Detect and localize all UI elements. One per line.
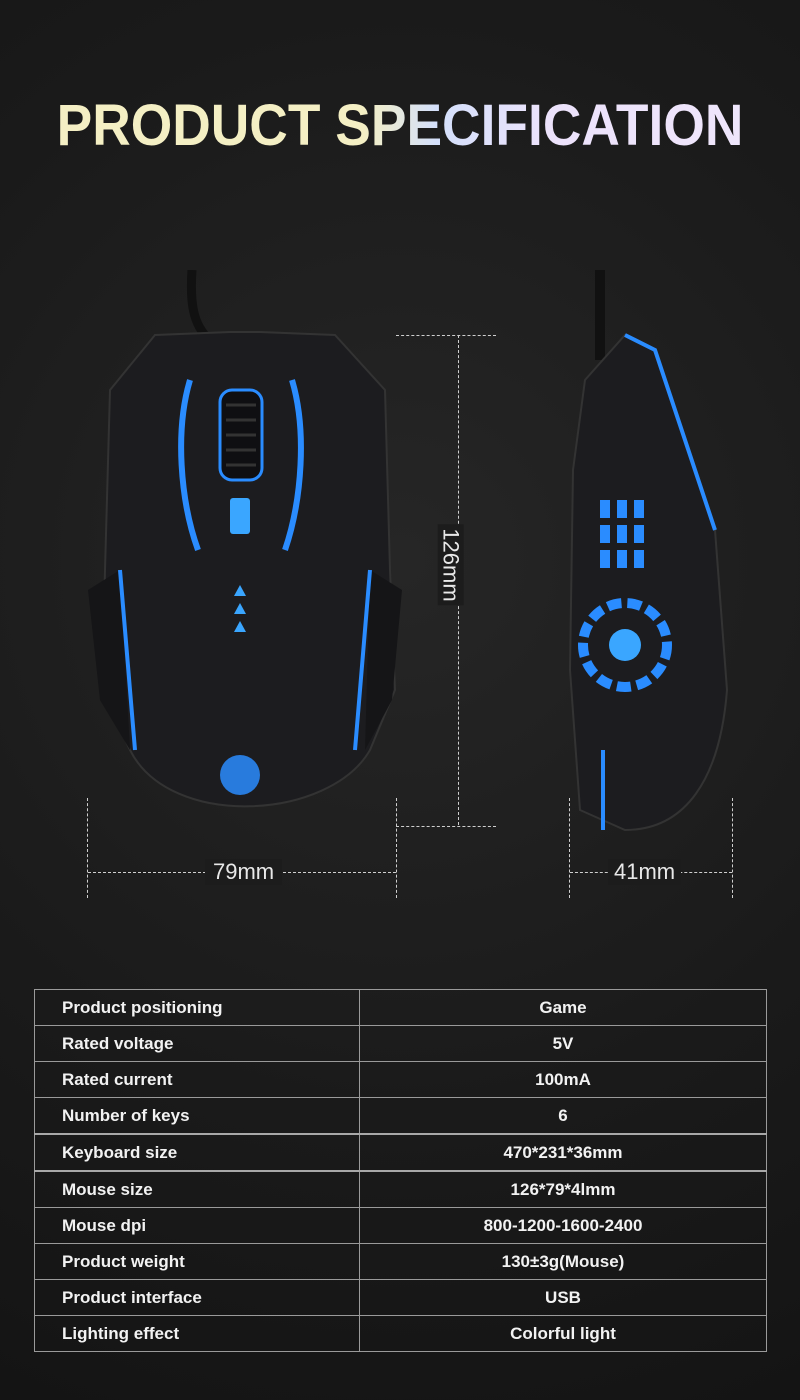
logo-icon [220,755,260,795]
spec-value: USB [359,1279,767,1316]
spec-value: 800-1200-1600-2400 [359,1207,767,1244]
width-dimension-label: 79mm [205,859,283,885]
width-right-tick [396,798,397,898]
spec-value: 6 [359,1097,767,1135]
height-bottom-tick [396,826,496,827]
spec-value: 126*79*4lmm [359,1170,767,1208]
spec-label: Number of keys [34,1097,360,1135]
spec-label: Rated voltage [34,1025,360,1062]
spec-value: 130±3g(Mouse) [359,1243,767,1280]
height-top-tick [396,335,496,336]
height-dimension-label: 126mm [437,524,464,606]
spec-label: Mouse dpi [34,1207,360,1244]
spec-value: 470*231*36mm [359,1133,767,1172]
spec-label: Product weight [34,1243,360,1280]
page-title: PRODUCT SPECIFICATION [32,92,768,159]
spec-label: Rated current [34,1061,360,1098]
spec-label: Product positioning [34,989,360,1026]
depth-dimension-label: 41mm [608,859,682,885]
spec-value: 100mA [359,1061,767,1098]
spec-value: 5V [359,1025,767,1062]
depth-right-tick [732,798,733,898]
spec-label: Product interface [34,1279,360,1316]
spec-label: Mouse size [34,1170,360,1208]
mouse-side-view-image [568,270,729,832]
mouse-top-view-image [88,270,402,808]
spec-value: Game [359,989,767,1026]
spec-label: Keyboard size [34,1133,360,1172]
spec-value: Colorful light [359,1315,767,1352]
width-left-tick [87,798,88,898]
spec-label: Lighting effect [34,1315,360,1352]
depth-left-tick [569,798,570,898]
